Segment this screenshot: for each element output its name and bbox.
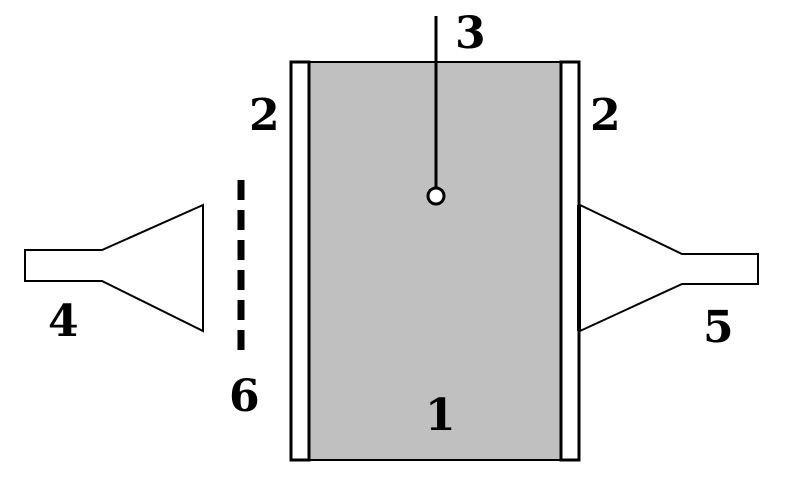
label-window-left: 2 [249,90,280,141]
left-horn-antenna [24,203,204,333]
label-horn-right: 5 [703,302,734,353]
probe-tip [426,186,446,206]
label-sample: 1 [425,390,456,441]
label-grid: 6 [229,371,260,422]
label-probe: 3 [455,8,486,59]
right-window-plate [559,60,581,462]
label-window-right: 2 [590,90,621,141]
left-window-plate [289,60,311,462]
label-horn-left: 4 [48,296,79,347]
